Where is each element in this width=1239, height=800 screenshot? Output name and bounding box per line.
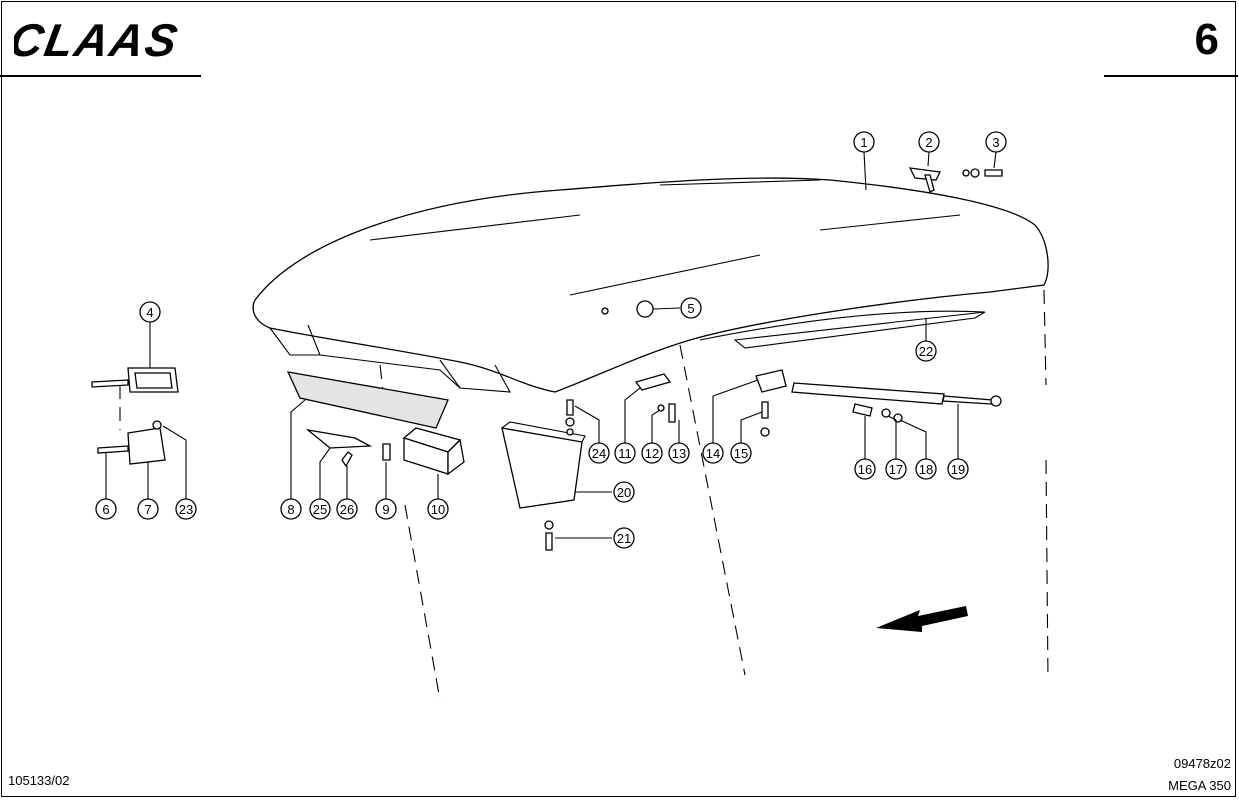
- callout-5: 5: [680, 297, 702, 319]
- callout-9: 9: [375, 498, 397, 520]
- callout-12: 12: [641, 442, 663, 464]
- callout-label: 14: [706, 446, 720, 461]
- model-name: MEGA 350: [1168, 778, 1231, 793]
- callout-11: 11: [614, 442, 636, 464]
- callout-label: 8: [287, 502, 294, 517]
- callout-label: 16: [858, 462, 872, 477]
- callout-15: 15: [730, 442, 752, 464]
- callout-label: 19: [951, 462, 965, 477]
- callout-16: 16: [854, 458, 876, 480]
- callout-label: 1: [860, 135, 867, 150]
- callout-24: 24: [588, 442, 610, 464]
- callout-label: 15: [734, 446, 748, 461]
- callout-label: 22: [919, 344, 933, 359]
- callout-14: 14: [702, 442, 724, 464]
- callout-20: 20: [613, 481, 635, 503]
- leader-lines: [105, 151, 997, 539]
- callout-7: 7: [137, 498, 159, 520]
- claas-logo: CLAAS: [14, 18, 183, 62]
- callout-label: 17: [889, 462, 903, 477]
- callout-label: 21: [617, 531, 631, 546]
- guide-lines: [119, 289, 1049, 701]
- callout-label: 7: [144, 502, 151, 517]
- callout-17: 17: [885, 458, 907, 480]
- callout-26: 26: [336, 498, 358, 520]
- callout-3: 3: [985, 131, 1007, 153]
- direction-arrow-icon: [876, 606, 968, 632]
- callout-10: 10: [427, 498, 449, 520]
- header-rule-left: [0, 75, 201, 77]
- callout-18: 18: [915, 458, 937, 480]
- svg-text:CLAAS: CLAAS: [14, 18, 183, 62]
- callout-label: 11: [618, 446, 632, 461]
- callout-4: 4: [139, 301, 161, 323]
- callout-13: 13: [668, 442, 690, 464]
- callout-6: 6: [95, 498, 117, 520]
- callout-label: 10: [431, 502, 445, 517]
- callout-label: 6: [102, 502, 109, 517]
- page-number: 6: [1194, 15, 1219, 64]
- callout-label: 2: [925, 135, 932, 150]
- callout-label: 4: [146, 305, 153, 320]
- callout-label: 5: [687, 301, 694, 316]
- callout-2: 2: [918, 131, 940, 153]
- callout-8: 8: [280, 498, 302, 520]
- callout-19: 19: [947, 458, 969, 480]
- callout-label: 12: [645, 446, 659, 461]
- callout-label: 25: [313, 502, 327, 517]
- callout-23: 23: [175, 498, 197, 520]
- callout-1: 1: [853, 131, 875, 153]
- callout-label: 13: [672, 446, 686, 461]
- callout-label: 9: [382, 502, 389, 517]
- header-rule-right: [1104, 75, 1238, 77]
- callout-label: 26: [340, 502, 354, 517]
- callout-22: 22: [915, 340, 937, 362]
- callout-label: 23: [179, 502, 193, 517]
- drawing-reference: 09478z02: [1173, 756, 1231, 771]
- callout-label: 18: [919, 462, 933, 477]
- document-number: 105133/02: [8, 773, 70, 788]
- callout-label: 20: [617, 485, 631, 500]
- hood-cover: [252, 177, 1049, 393]
- callout-21: 21: [613, 527, 635, 549]
- callout-25: 25: [309, 498, 331, 520]
- callout-label: 24: [592, 446, 606, 461]
- callout-label: 3: [992, 135, 999, 150]
- small-parts: [91, 167, 1003, 551]
